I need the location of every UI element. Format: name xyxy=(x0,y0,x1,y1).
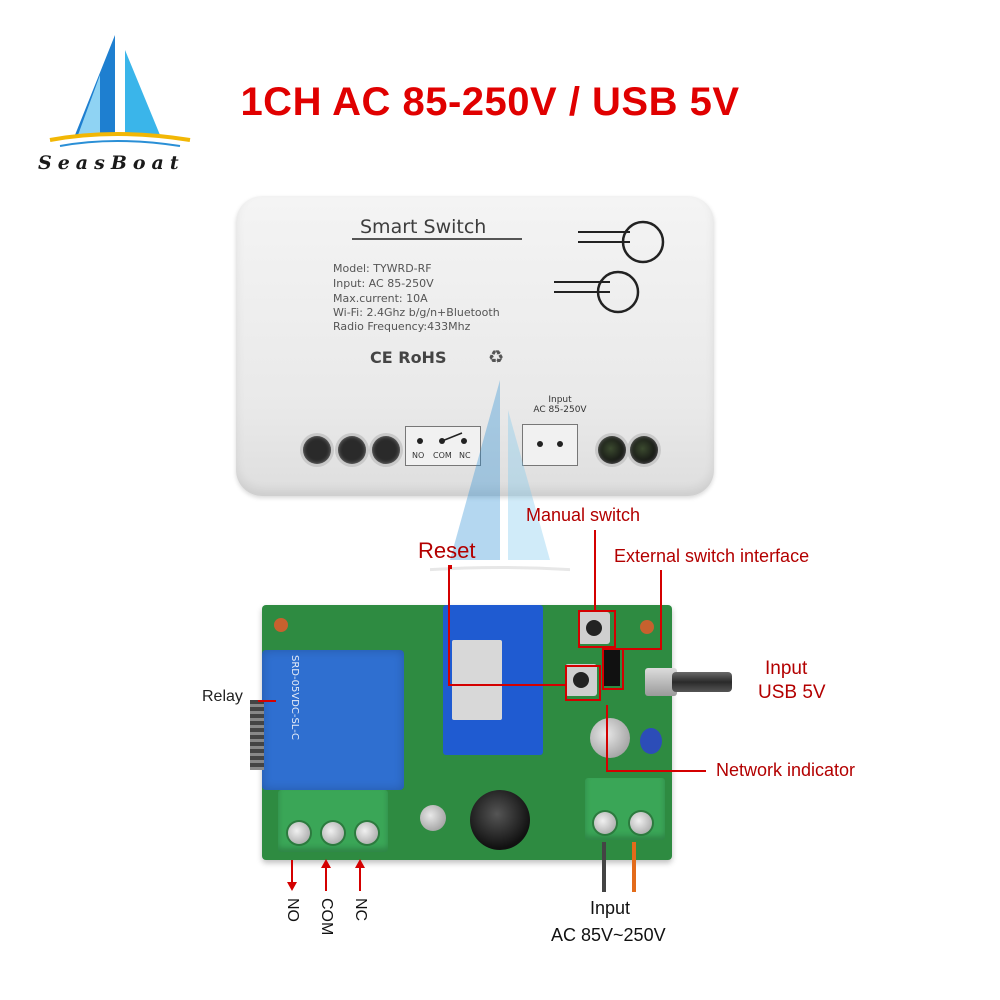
enclosure-input-line1: Input xyxy=(548,395,572,405)
terminal-label-com: COM xyxy=(433,451,452,460)
reset-highlight xyxy=(565,665,601,701)
headline: 1CH AC 85-250V / USB 5V xyxy=(240,80,740,124)
label-input-usb-1: Input xyxy=(765,658,808,679)
terminal-label-no: NO xyxy=(412,451,425,460)
network-leader-horizontal xyxy=(606,770,706,772)
spec-current: Max.current: 10A xyxy=(333,292,428,305)
terminal-label-nc: NC xyxy=(459,451,471,460)
inductor xyxy=(470,790,530,850)
switch-symbol-icon xyxy=(417,432,467,444)
output-arrows-icon xyxy=(287,859,365,891)
button-knob xyxy=(586,620,602,636)
label-relay: Relay xyxy=(202,688,243,705)
led-hole-2 xyxy=(630,436,658,464)
label-input-ac-2: AC 85V~250V xyxy=(551,925,666,945)
brand-name: SeasBoat xyxy=(38,152,185,174)
label-reset: Reset xyxy=(418,538,476,563)
manual-highlight xyxy=(578,610,616,648)
external-highlight xyxy=(602,648,624,690)
screw-hole-3 xyxy=(372,436,400,464)
spec-wifi: Wi-Fi: 2.4Ghz b/g/n+Bluetooth xyxy=(333,306,500,319)
spec-model: Model: TYWRD-RF xyxy=(333,262,432,275)
label-manual-switch: Manual switch xyxy=(526,505,641,525)
ceramic-capacitor xyxy=(640,728,662,754)
relay-print: SRD-05VDC-SL-C xyxy=(289,655,300,740)
external-leader-vertical xyxy=(660,570,662,650)
usb-cable xyxy=(672,672,732,692)
enclosure-input-label: Input AC 85-250V xyxy=(530,395,590,415)
power-terminal-dot xyxy=(557,441,563,447)
external-switch-header xyxy=(604,650,620,686)
input-wire-orange xyxy=(632,842,636,892)
network-leader-vertical xyxy=(606,705,608,771)
label-input-ac-1: Input xyxy=(590,898,631,918)
antenna-coil xyxy=(250,700,264,770)
led-hole-1 xyxy=(598,436,626,464)
device-title: Smart Switch xyxy=(360,216,487,238)
input-wire-dark xyxy=(602,842,606,892)
spec-radio: Radio Frequency:433Mhz xyxy=(333,320,471,333)
terminal-screw-com xyxy=(322,822,344,844)
label-external-switch: External switch interface xyxy=(614,546,810,566)
power-terminal-box xyxy=(522,424,578,466)
capacitor-large xyxy=(590,718,630,758)
usb-connector xyxy=(645,668,677,696)
cert-marks: CE RoHS xyxy=(370,348,447,367)
button-knob xyxy=(573,672,589,688)
manual-leader xyxy=(594,530,596,610)
ejector-pin-icon xyxy=(554,220,665,314)
wifi-chip xyxy=(452,640,502,720)
brand-logo xyxy=(30,30,200,155)
output-label-nc: NC xyxy=(352,898,369,922)
relay-terminal-label-box: NO COM NC xyxy=(405,426,481,466)
terminal-screw-in1 xyxy=(594,812,616,834)
capacitor-small xyxy=(420,805,446,831)
title-underline xyxy=(352,238,522,240)
output-label-com: COM xyxy=(318,898,335,936)
relay-component xyxy=(262,650,404,790)
terminal-screw-in2 xyxy=(630,812,652,834)
spec-input: Input: AC 85-250V xyxy=(333,277,434,290)
label-network-indicator: Network indicator xyxy=(716,760,856,780)
label-input-usb-2: USB 5V xyxy=(758,682,826,703)
screw-hole-2 xyxy=(338,436,366,464)
reset-leader-horizontal xyxy=(448,684,566,686)
power-terminal-dot xyxy=(537,441,543,447)
relay-leader xyxy=(258,700,276,702)
external-leader-horizontal xyxy=(624,648,662,650)
mount-hole xyxy=(274,618,288,632)
recycle-icon: ♻ xyxy=(488,347,505,367)
sailboat-logo-icon xyxy=(49,35,191,147)
reset-leader-vertical xyxy=(448,565,450,685)
watermark-sail-icon xyxy=(430,380,570,572)
terminal-screw-nc xyxy=(356,822,378,844)
output-label-no: NO xyxy=(284,898,301,922)
enclosure-input-line2: AC 85-250V xyxy=(533,405,587,415)
mount-hole xyxy=(640,620,654,634)
screw-hole-1 xyxy=(303,436,331,464)
terminal-screw-no xyxy=(288,822,310,844)
